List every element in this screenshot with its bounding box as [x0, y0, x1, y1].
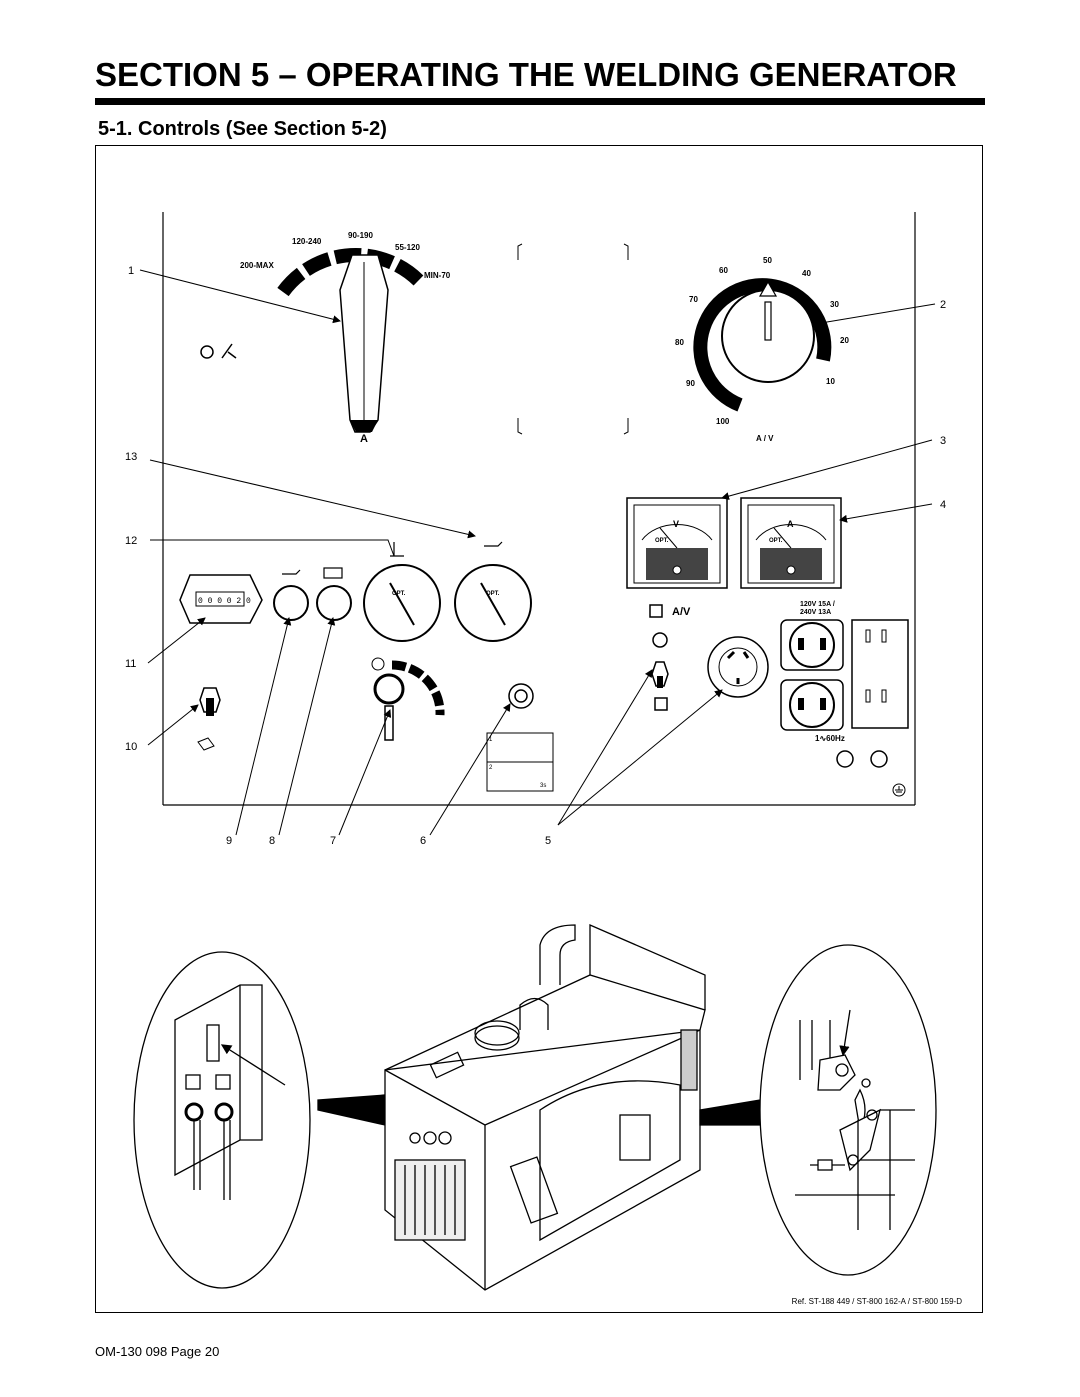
hour-meter-digits: 0 0 0 0 2 0	[198, 597, 251, 606]
panel-bracket-marks	[517, 243, 629, 435]
battery-light	[316, 567, 352, 621]
ammeter: A OPT.	[740, 497, 842, 589]
fine-scale-10: 10	[826, 377, 835, 386]
start-instructions-label: 1 2 3s	[486, 732, 554, 792]
section-title: SECTION 5 – OPERATING THE WELDING GENERA…	[95, 56, 957, 93]
range-label-120-240: 120-240	[292, 237, 322, 246]
voltmeter: V OPT.	[626, 497, 728, 589]
aux-rating-line1: 120V 15A /	[800, 601, 835, 608]
callout-11: 11	[125, 658, 136, 670]
hour-meter: 0 0 0 0 2 0	[179, 574, 263, 624]
callout-6: 6	[420, 835, 426, 847]
range-label-55-120: 55-120	[395, 243, 420, 252]
instruction-time: 3s	[540, 783, 546, 789]
aux-power-receptacles[interactable]: 120V 15A / 240V 13A 1∿60Hz	[780, 601, 909, 768]
callout-9: 9	[226, 835, 232, 847]
fine-scale-50: 50	[763, 256, 772, 265]
figure-frame	[95, 145, 983, 1313]
temperature-gauge: OPT.	[363, 542, 441, 642]
choke-control[interactable]	[371, 657, 445, 741]
instruction-step-2: 2	[489, 765, 493, 771]
oil-pressure-light	[273, 569, 309, 621]
instruction-step-1: 1	[489, 737, 493, 743]
callout-1: 1	[128, 265, 134, 277]
oil-pressure-gauge-opt: OPT.	[486, 591, 500, 597]
callout-10: 10	[125, 741, 137, 753]
ground-icon	[892, 783, 906, 797]
fine-unit-label: A / V	[756, 434, 774, 443]
aux-frequency-label: 1∿60Hz	[815, 734, 845, 743]
range-selector[interactable]: 120-240 90-190 55-120 200-MAX MIN-70 A	[240, 231, 451, 445]
machine-illustration	[133, 924, 937, 1291]
fine-scale-30: 30	[830, 300, 839, 309]
range-label-200-max: 200-MAX	[240, 261, 274, 270]
callout-8: 8	[269, 835, 275, 847]
callout-12: 12	[125, 535, 137, 547]
callout-2: 2	[940, 299, 946, 311]
fine-scale-20: 20	[840, 336, 849, 345]
callout-13: 13	[125, 451, 137, 463]
remote-receptacle[interactable]	[707, 636, 769, 698]
engine-control-switch[interactable]	[197, 687, 221, 751]
range-unit-letter: A	[360, 433, 368, 445]
voltmeter-label: V	[673, 519, 679, 529]
reference-number: Ref. ST-188 449 / ST-800 162-A / ST-800 …	[791, 1297, 962, 1306]
subsection-title: 5-1. Controls (See Section 5-2)	[98, 118, 387, 140]
av-label: A/V	[672, 606, 691, 618]
circuit-breaker[interactable]	[508, 683, 534, 709]
voltmeter-opt-label: OPT.	[655, 538, 669, 544]
ammeter-label: A	[787, 519, 794, 529]
fine-scale-40: 40	[802, 269, 811, 278]
page-footer: OM-130 098 Page 20	[95, 1344, 220, 1359]
fine-scale-70: 70	[689, 295, 698, 304]
fine-scale-100: 100	[716, 417, 730, 426]
callout-7: 7	[330, 835, 336, 847]
fine-scale-60: 60	[719, 266, 728, 275]
title-rule	[95, 98, 985, 105]
callout-leaders	[139, 269, 936, 836]
ammeter-opt-label: OPT.	[769, 538, 783, 544]
fine-scale-80: 80	[675, 338, 684, 347]
range-label-min-70: MIN-70	[424, 271, 451, 280]
fine-scale-90: 90	[686, 379, 695, 388]
callout-4: 4	[940, 499, 946, 511]
callout-5: 5	[545, 835, 551, 847]
process-icon	[200, 343, 237, 359]
oil-pressure-gauge: OPT.	[454, 541, 532, 642]
aux-rating-line2: 240V 13A	[800, 609, 831, 616]
range-label-90-190: 90-190	[348, 231, 373, 240]
fine-control-knob[interactable]: 100 90 80 70 60 50 40 30 20 10 A / V	[675, 256, 849, 443]
av-control-switch[interactable]: A/V	[649, 604, 691, 711]
temperature-gauge-opt: OPT.	[392, 591, 406, 597]
callout-3: 3	[940, 435, 946, 447]
front-panel	[162, 212, 916, 806]
